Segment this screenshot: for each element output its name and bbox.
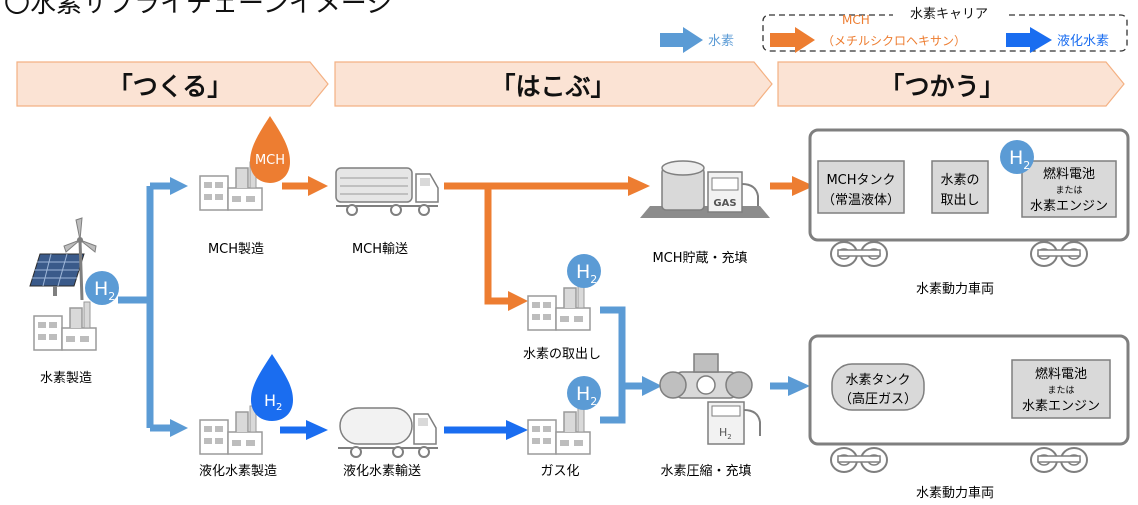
legend-mch-sublabel: （メチルシクロヘキサン） <box>822 34 966 48</box>
vehicle-top-wheels-left <box>830 241 888 267</box>
page-title: 〇水素サプライチェーンイメージ <box>4 0 392 19</box>
station-gas-text: GAS <box>713 198 736 209</box>
arrow-to-gasification <box>506 420 528 440</box>
label-vehicle-top: 水素動力車両 <box>916 282 994 297</box>
hydrogen-flow-lines <box>118 182 172 432</box>
legend-mch-label: MCH <box>842 13 870 27</box>
svg-text:H2: H2 <box>719 426 732 441</box>
lh2-tanker-truck-icon <box>338 407 438 458</box>
stage-make-banner <box>16 61 329 107</box>
legend-carrier-title: 水素キャリア <box>910 7 988 22</box>
h2-badge-gasification <box>567 376 601 410</box>
vehicle-bottom-h2-tank <box>831 363 925 411</box>
legend-liquid-arrow <box>1006 27 1052 53</box>
svg-text:H2: H2 <box>264 391 282 413</box>
stage-use-label: 「つかう」 <box>879 72 1004 101</box>
mch-storage-station-icon <box>640 160 770 218</box>
gasification-factory-icon <box>527 405 591 455</box>
vehicle-bottom-wheels-left <box>830 447 888 473</box>
vehicle-top-wheels-right <box>1030 241 1088 267</box>
vehicle-top-fc-line1: 燃料電池 <box>1043 166 1095 182</box>
arrow-to-extraction <box>508 291 528 311</box>
arrow-to-mch-tank <box>792 176 814 196</box>
extraction-factory-icon <box>527 281 591 331</box>
solar-panel-icon <box>29 253 85 296</box>
h2-badge-sub: 2 <box>108 290 115 303</box>
label-mch-production: MCH製造 <box>208 242 264 257</box>
wind-turbine-icon <box>63 217 97 301</box>
label-lh2-transport: 液化水素輸送 <box>343 464 421 479</box>
dispenser-sub-text: 2 <box>727 433 731 441</box>
h2-badge-production <box>85 271 119 305</box>
lh2-droplet-icon <box>251 354 293 421</box>
stage-make-label: 「つくる」 <box>108 72 233 101</box>
h2-droplet-symbol: H <box>264 391 276 410</box>
vehicle-bottom-fc-box <box>1011 359 1111 419</box>
h2-badge-sub: 2 <box>1023 159 1030 172</box>
mch-droplet-label: MCH <box>255 153 285 168</box>
vehicle-bottom-tank-line2: （高圧ガス） <box>839 391 917 407</box>
vehicle-bottom-fc-line1: 燃料電池 <box>1035 366 1087 382</box>
h2-badge-vehicle <box>1000 140 1034 174</box>
h2-badge-extraction <box>567 254 601 288</box>
label-vehicle-bottom: 水素動力車両 <box>916 486 994 501</box>
lh2-production-factory-icon <box>199 405 263 455</box>
h2-badge-sub: 2 <box>590 273 597 286</box>
arrow-to-lh2-production <box>170 419 188 437</box>
label-h2-production: 水素製造 <box>40 371 92 386</box>
h2-badge-symbol: H <box>1009 147 1023 169</box>
label-mch-storage: MCH貯蔵・充填 <box>652 250 747 266</box>
arrow-to-mch-transport <box>308 176 328 196</box>
vehicle-bottom-tank-line1: 水素タンク <box>845 373 910 388</box>
h2-dispenser-icon <box>707 401 761 445</box>
arrow-to-lh2-transport <box>306 420 328 440</box>
stage-carry-banner <box>334 61 773 107</box>
label-compression: 水素圧縮・充填 <box>660 463 751 479</box>
vehicle-bottom-fc-line2: または <box>1047 385 1074 396</box>
vehicle-top-extract-line1: 水素の <box>940 173 979 188</box>
svg-text:H2: H2 <box>94 278 115 303</box>
legend-mch-arrow <box>770 27 815 53</box>
svg-text:H2: H2 <box>1009 147 1030 172</box>
stage-use-banner <box>777 61 1125 107</box>
vehicle-top-tank-line1: MCHタンク <box>826 173 895 188</box>
vehicle-top-mch-tank <box>817 160 905 214</box>
mch-tanker-truck-icon <box>335 167 439 216</box>
h2-droplet-sub: 2 <box>276 402 282 413</box>
mch-droplet-icon <box>250 116 290 183</box>
h2-production-factory-icon <box>33 301 97 351</box>
vehicle-top-extract-box <box>931 160 989 214</box>
label-extraction: 水素の取出し <box>523 347 601 362</box>
label-lh2-production: 液化水素製造 <box>199 464 277 479</box>
arrow-to-compression <box>642 376 662 396</box>
dispenser-h-text: H <box>719 426 727 439</box>
h2-badge-symbol: H <box>576 261 590 283</box>
legend-hydrogen-arrow <box>660 27 703 53</box>
legend-hydrogen-label: 水素 <box>708 34 734 49</box>
vehicle-top-extract-line2: 取出し <box>940 193 979 208</box>
legend-liquid-label: 液化水素 <box>1057 34 1109 49</box>
vehicle-top-fc-line3: 水素エンジン <box>1030 199 1108 214</box>
label-mch-transport: MCH輸送 <box>352 242 408 257</box>
svg-text:H2: H2 <box>576 261 597 286</box>
arrow-to-h2-tank <box>788 376 810 396</box>
vehicle-bottom-fc-line3: 水素エンジン <box>1022 399 1100 414</box>
svg-text:H2: H2 <box>576 383 597 408</box>
arrow-to-mch-storage <box>628 176 650 196</box>
h2-badge-symbol: H <box>576 383 590 405</box>
vehicle-bottom-wheels-right <box>1030 447 1088 473</box>
vehicle-top-fc-line2: または <box>1055 185 1082 196</box>
compressor-icon <box>659 353 753 399</box>
vehicle-top-tank-line2: （常温液体） <box>822 193 900 208</box>
stage-carry-label: 「はこぶ」 <box>490 72 615 101</box>
label-gasification: ガス化 <box>540 464 579 479</box>
vehicle-top-fc-box <box>1021 160 1117 218</box>
h2-badge-symbol: H <box>94 278 108 300</box>
h2-badge-sub: 2 <box>590 395 597 408</box>
arrow-to-mch-production <box>170 177 188 195</box>
